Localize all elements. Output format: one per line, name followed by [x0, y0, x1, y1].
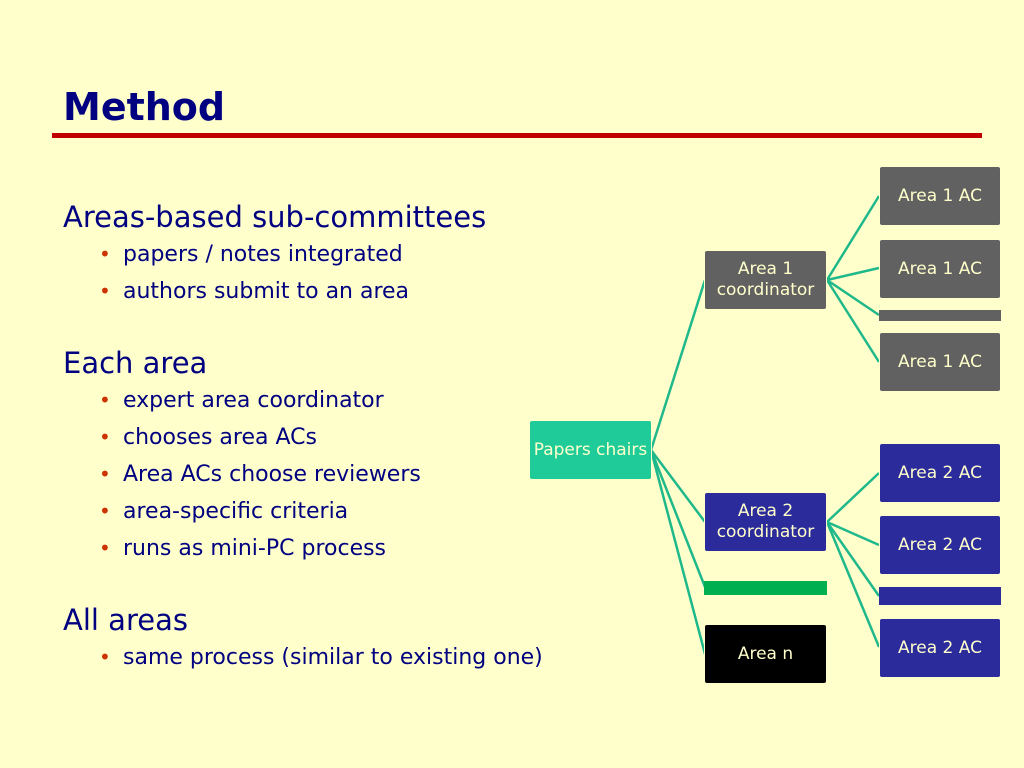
node-area1-coordinator: Area 1 coordinator: [704, 250, 827, 310]
bullet-text: same process (similar to existing one): [123, 645, 543, 670]
connector-line: [826, 266, 880, 282]
section-heading: All areas: [63, 603, 188, 637]
node-area1-ac: Area 1 AC: [879, 332, 1001, 392]
connector-line: [649, 449, 707, 588]
slide-body: Areas-based sub-committees • papers / not…: [63, 198, 623, 702]
bullet-item: • same process (similar to existing one): [99, 639, 623, 676]
bullet-list: • same process (similar to existing one): [63, 639, 623, 676]
title-underline: [52, 133, 982, 138]
connector-line: [825, 521, 881, 648]
bullet-icon: •: [99, 536, 111, 560]
connector-line: [826, 520, 880, 547]
bullet-text: authors submit to an area: [123, 279, 410, 304]
bullet-item: • area-specific criteria: [99, 493, 623, 530]
bullet-icon: •: [99, 499, 111, 523]
bullet-text: expert area coordinator: [123, 388, 384, 413]
node-area2-coordinator: Area 2 coordinator: [704, 492, 827, 552]
bullet-text: Area ACs choose reviewers: [123, 462, 421, 487]
section-areas: Areas-based sub-committees • papers / not…: [63, 198, 623, 310]
area1-placeholder-bar: [879, 310, 1001, 321]
node-papers-chairs: Papers chairs: [529, 420, 652, 480]
bullet-icon: •: [99, 242, 111, 266]
connector-line: [649, 449, 707, 655]
connector-line: [649, 279, 707, 451]
bullet-item: • expert area coordinator: [99, 382, 623, 419]
bullet-text: runs as mini-PC process: [123, 536, 387, 561]
bullet-item: • papers / notes integrated: [99, 236, 623, 273]
bullet-item: • authors submit to an area: [99, 273, 623, 310]
bullet-text: area-specific criteria: [123, 499, 349, 524]
bullet-icon: •: [99, 279, 111, 303]
section-all-areas: All areas • same process (similar to exis…: [63, 601, 623, 676]
bullet-list: • papers / notes integrated • authors subm…: [63, 236, 623, 310]
bullet-icon: •: [99, 425, 111, 449]
section-heading: Areas-based sub-committees: [63, 200, 487, 234]
node-area-n: Area n: [704, 624, 827, 684]
connector-line: [825, 195, 881, 281]
node-area2-ac: Area 2 AC: [879, 443, 1001, 503]
bullet-text: chooses area ACs: [123, 425, 317, 450]
slide-title: Method: [63, 85, 226, 129]
node-area1-ac: Area 1 AC: [879, 239, 1001, 299]
connector-line: [826, 472, 880, 523]
node-area1-ac: Area 1 AC: [879, 166, 1001, 226]
node-area2-ac: Area 2 AC: [879, 618, 1001, 678]
section-heading: Each area: [63, 346, 208, 380]
bullet-icon: •: [99, 462, 111, 486]
bullet-item: • runs as mini-PC process: [99, 530, 623, 567]
bullet-icon: •: [99, 388, 111, 412]
connector-line: [826, 278, 880, 317]
connector-line: [825, 521, 881, 597]
bullet-icon: •: [99, 645, 111, 669]
section-each-area: Each area • expert area coordinator • choo…: [63, 344, 623, 567]
area-placeholder-bar: [704, 581, 827, 595]
bullet-list: • expert area coordinator • chooses area A…: [63, 382, 623, 567]
bullet-item: • chooses area ACs: [99, 419, 623, 456]
connector-line: [650, 449, 706, 523]
area2-placeholder-bar: [879, 587, 1001, 605]
bullet-text: papers / notes integrated: [123, 242, 403, 267]
bullet-item: • Area ACs choose reviewers: [99, 456, 623, 493]
connector-line: [825, 279, 881, 363]
node-area2-ac: Area 2 AC: [879, 515, 1001, 575]
